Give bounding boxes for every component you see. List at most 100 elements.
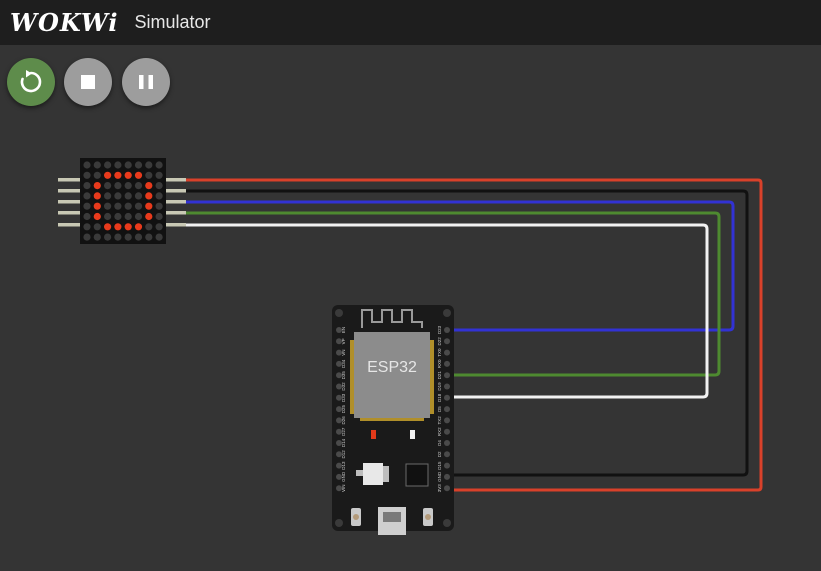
- regulator-pin: [356, 470, 363, 476]
- matrix-led: [93, 212, 101, 221]
- pin-hole[interactable]: [444, 462, 450, 469]
- pin-hole[interactable]: [336, 417, 342, 424]
- matrix-led: [114, 182, 122, 190]
- matrix-led: [104, 202, 112, 210]
- pin-label: VN: [341, 349, 346, 355]
- pin-hole[interactable]: [336, 406, 342, 413]
- pin-hole[interactable]: [444, 473, 450, 480]
- pin-hole[interactable]: [336, 394, 342, 401]
- usb-chip: [405, 463, 429, 487]
- antenna: [361, 309, 423, 328]
- mounting-holes: [335, 309, 451, 527]
- pin-label: D25: [341, 404, 346, 413]
- matrix-led: [93, 171, 101, 179]
- matrix-led: [104, 192, 112, 200]
- pin-hole[interactable]: [444, 440, 450, 446]
- matrix-led: [134, 212, 143, 221]
- pin-label: D27: [341, 427, 346, 436]
- en-button[interactable]: [351, 508, 361, 526]
- pin-hole[interactable]: [336, 383, 342, 390]
- restart-button[interactable]: [7, 58, 55, 106]
- matrix-led: [114, 212, 122, 221]
- pin-hole[interactable]: [444, 327, 450, 333]
- pin-hole[interactable]: [444, 485, 450, 492]
- pin-hole[interactable]: [336, 327, 342, 333]
- pin-hole[interactable]: [444, 372, 450, 379]
- top-bar: WOKWi Simulator: [0, 0, 821, 45]
- matrix-led: [104, 233, 112, 241]
- matrix-led: [155, 212, 163, 221]
- pin-label: D12: [341, 450, 346, 459]
- pin-hole[interactable]: [336, 360, 342, 367]
- matrix-led: [124, 171, 132, 179]
- pause-button[interactable]: [122, 58, 170, 106]
- wire-black: [186, 189, 749, 477]
- esp32-board[interactable]: ESP32 ENVPVND34D35D32D33D25D26D27D14D12D…: [332, 305, 454, 535]
- pin-hole[interactable]: [444, 349, 450, 356]
- pin-hole[interactable]: [336, 440, 342, 446]
- pin-hole[interactable]: [444, 383, 450, 390]
- matrix-led: [93, 182, 101, 190]
- matrix-led: [114, 171, 122, 179]
- pin-label: D2: [437, 451, 442, 457]
- chip-pads: [350, 340, 434, 421]
- pin-row-right: D23D22TX0RX0D21D19D18D5TX2RX2D4D2D15GND3…: [437, 325, 450, 492]
- pin-hole[interactable]: [336, 338, 342, 345]
- matrix-led: [114, 161, 122, 169]
- pin-hole[interactable]: [336, 473, 342, 480]
- matrix-pins-left: [58, 178, 80, 227]
- matrix-led: [93, 202, 101, 210]
- matrix-dots: [83, 161, 163, 241]
- matrix-led: [83, 171, 91, 179]
- matrix-led: [124, 223, 132, 231]
- matrix-led: [145, 192, 153, 200]
- matrix-led: [145, 171, 153, 179]
- matrix-led: [124, 161, 132, 169]
- matrix-led: [155, 223, 163, 231]
- pin-label: TX0: [437, 348, 442, 357]
- matrix-led: [93, 233, 101, 241]
- pin-hole[interactable]: [444, 451, 450, 458]
- pin-label: D14: [341, 438, 346, 447]
- wire-white: [186, 223, 709, 399]
- pin-hole[interactable]: [444, 360, 450, 367]
- wires: [186, 178, 763, 492]
- pin-label: RX2: [437, 427, 442, 436]
- matrix-led: [134, 192, 143, 200]
- usb-port-opening: [383, 512, 401, 522]
- pause-icon: [139, 75, 153, 89]
- matrix-led: [134, 171, 143, 179]
- wokwi-logo[interactable]: WOKWi: [10, 8, 119, 37]
- stop-button[interactable]: [64, 58, 112, 106]
- pin-hole[interactable]: [336, 372, 342, 379]
- pin-hole[interactable]: [444, 406, 450, 413]
- pin-hole[interactable]: [444, 338, 450, 345]
- pin-hole[interactable]: [444, 417, 450, 424]
- pin-hole[interactable]: [336, 485, 342, 492]
- pin-label: D35: [341, 371, 346, 380]
- pin-label: GND: [437, 471, 442, 482]
- pin-label: D13: [341, 461, 346, 470]
- regulator-tab: [383, 466, 389, 482]
- pin-label: D4: [437, 440, 442, 446]
- pin-hole[interactable]: [336, 349, 342, 356]
- pin-label: RX0: [437, 359, 442, 368]
- pin-label: D32: [341, 382, 346, 391]
- pin-hole[interactable]: [444, 394, 450, 401]
- pin-hole[interactable]: [336, 451, 342, 458]
- boot-button[interactable]: [423, 508, 433, 526]
- pin-label: TX2: [437, 416, 442, 425]
- matrix-led: [114, 192, 122, 200]
- pin-hole[interactable]: [336, 428, 342, 435]
- wire-red: [186, 178, 763, 492]
- pin-label: GND: [341, 471, 346, 482]
- pin-hole[interactable]: [444, 428, 450, 435]
- regulator: [363, 463, 383, 485]
- matrix-led: [145, 161, 153, 169]
- simulation-canvas[interactable]: ESP32 ENVPVND34D35D32D33D25D26D27D14D12D…: [0, 45, 821, 571]
- matrix-led: [114, 202, 122, 210]
- pin-hole[interactable]: [336, 462, 342, 469]
- status-led: [410, 430, 415, 439]
- matrix-led: [155, 161, 163, 169]
- led-matrix[interactable]: [58, 158, 186, 244]
